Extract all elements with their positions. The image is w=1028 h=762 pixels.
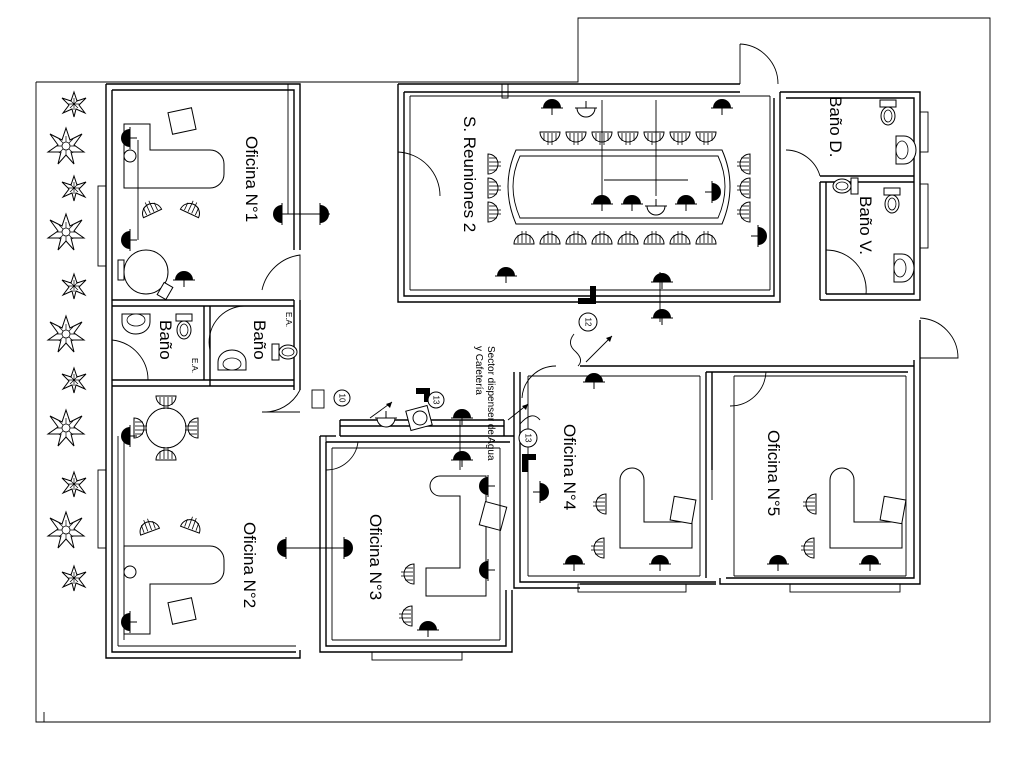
marker-12: 12 <box>578 312 598 332</box>
site-boundary <box>35 17 991 723</box>
meeting-table <box>507 149 731 225</box>
label-sala-reuniones: S. Reuniones 2 <box>460 116 479 232</box>
label-oficina-3: Oficina N°3 <box>366 514 385 600</box>
label-oficina-1: Oficina N°1 <box>242 136 261 222</box>
label-bano-v: Baño V. <box>856 196 875 255</box>
label-oficina-2: Oficina N°2 <box>240 522 259 608</box>
svg-text:13: 13 <box>524 434 533 443</box>
office-2-furniture <box>123 395 225 635</box>
office-5-furniture <box>800 467 907 559</box>
marker-10: 10 <box>333 389 351 407</box>
svg-text:12: 12 <box>584 318 593 327</box>
doors <box>111 43 959 500</box>
label-oficina-4: Oficina N°4 <box>560 424 579 510</box>
label-bano-a: Baño <box>156 320 175 360</box>
marker-13b: 13 <box>518 428 538 448</box>
office-1-furniture <box>117 107 225 301</box>
tag-ea-2: E.A. <box>190 358 199 373</box>
office-4-furniture <box>590 467 697 559</box>
building-walls <box>97 83 929 661</box>
marker-13a: 13 <box>427 391 445 409</box>
label-bano-b: Baño <box>250 320 269 360</box>
garden-plants <box>47 91 87 592</box>
switch-boxes <box>311 286 613 472</box>
label-sector-line1: Sector dispenser de Agua <box>485 346 496 461</box>
label-oficina-5: Oficina N°5 <box>764 430 783 516</box>
svg-text:13: 13 <box>432 396 441 405</box>
label-bano-d: Baño D. <box>826 96 845 157</box>
tag-ea-1: E.A. <box>284 312 293 327</box>
svg-text:10: 10 <box>338 394 347 403</box>
office-3-furniture <box>398 475 508 627</box>
circuit-lines <box>117 84 907 647</box>
label-sector-line2: y Cafetería <box>473 346 484 395</box>
